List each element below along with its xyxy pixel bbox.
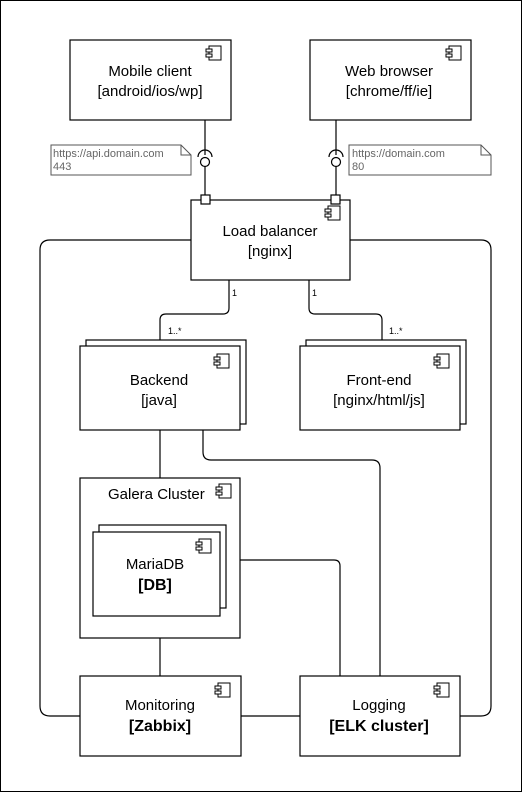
logging-name: Logging bbox=[352, 697, 405, 714]
api-note-url: https://api.domain.com bbox=[53, 148, 164, 160]
component-icon bbox=[213, 353, 230, 369]
web-interface-socket bbox=[328, 149, 344, 168]
web-browser-name: Web browser bbox=[345, 63, 433, 80]
backend-name: Backend bbox=[130, 372, 188, 389]
component-icon bbox=[433, 682, 450, 698]
load-balancer-name: Load balancer bbox=[222, 223, 317, 240]
mariadb-tech: [DB] bbox=[138, 577, 172, 594]
component-icon bbox=[205, 45, 222, 61]
lb-api-port bbox=[200, 194, 211, 205]
backend-component[interactable]: Backend [java] bbox=[79, 339, 247, 431]
load-balancer-tech: [nginx] bbox=[248, 243, 292, 260]
lb-frontend-dst-multiplicity: 1..* bbox=[389, 326, 403, 336]
frontend-component[interactable]: Front-end [nginx/html/js] bbox=[299, 339, 467, 431]
web-browser-component[interactable]: Web browser [chrome/ff/ie] bbox=[309, 39, 472, 121]
lb-frontend-connector bbox=[308, 280, 383, 340]
frontend-tech: [nginx/html/js] bbox=[333, 392, 425, 409]
mobile-client-tech: [android/ios/wp] bbox=[97, 83, 202, 100]
component-icon bbox=[324, 205, 341, 221]
backend-tech: [java] bbox=[141, 392, 177, 409]
mobile-client-component[interactable]: Mobile client [android/ios/wp] bbox=[69, 39, 232, 121]
monitoring-tech: [Zabbix] bbox=[129, 718, 191, 735]
lb-backend-dst-multiplicity: 1..* bbox=[168, 326, 182, 336]
api-interface-socket bbox=[197, 149, 213, 168]
component-icon bbox=[214, 682, 231, 698]
mariadb-name: MariaDB bbox=[126, 556, 184, 573]
component-icon bbox=[195, 538, 212, 554]
lb-backend-src-multiplicity: 1 bbox=[232, 288, 237, 298]
mariadb-logging-connector bbox=[226, 559, 341, 676]
api-endpoint-note: https://api.domain.com 443 bbox=[50, 144, 192, 176]
web-note-url: https://domain.com bbox=[352, 148, 445, 160]
backend-logging-connector bbox=[202, 430, 381, 676]
component-icon bbox=[215, 483, 232, 499]
web-note-port: 80 bbox=[352, 161, 364, 173]
monitoring-name: Monitoring bbox=[125, 697, 195, 714]
lb-frontend-src-multiplicity: 1 bbox=[312, 288, 317, 298]
logging-component[interactable]: Logging [ELK cluster] bbox=[299, 675, 461, 757]
lb-monitoring-connector bbox=[39, 239, 191, 717]
frontend-name: Front-end bbox=[346, 372, 411, 389]
galera-cluster-name: Galera Cluster bbox=[108, 486, 205, 503]
component-icon bbox=[445, 45, 462, 61]
web-endpoint-note: https://domain.com 80 bbox=[348, 144, 492, 176]
mariadb-component[interactable]: MariaDB [DB] bbox=[92, 524, 227, 617]
web-browser-tech: [chrome/ff/ie] bbox=[346, 83, 432, 100]
mobile-client-name: Mobile client bbox=[108, 63, 192, 80]
api-note-port: 443 bbox=[53, 161, 71, 173]
logging-tech: [ELK cluster] bbox=[329, 718, 429, 735]
component-icon bbox=[433, 353, 450, 369]
lb-backend-connector bbox=[159, 280, 230, 340]
monitoring-component[interactable]: Monitoring [Zabbix] bbox=[79, 675, 242, 757]
load-balancer-component[interactable]: Load balancer [nginx] bbox=[190, 199, 351, 281]
lb-web-port bbox=[330, 194, 341, 205]
lb-logging-connector bbox=[350, 239, 492, 717]
